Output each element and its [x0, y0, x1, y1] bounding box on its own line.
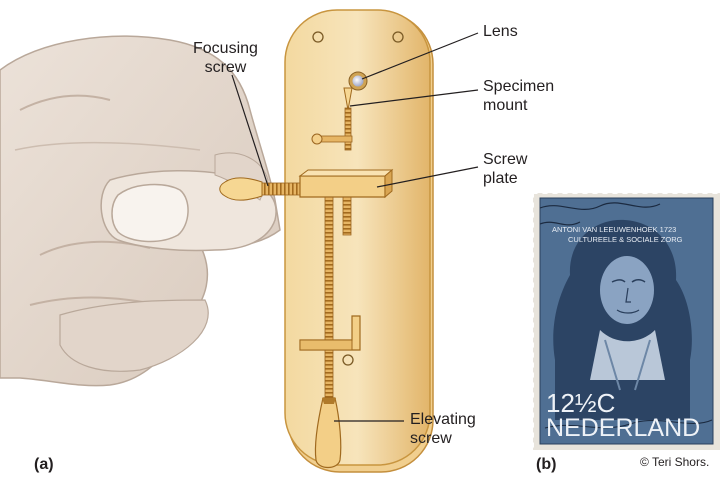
portrait-face [600, 256, 654, 324]
hand [0, 36, 280, 385]
screw-plate-label-line-1: Screw [483, 150, 527, 169]
stamp-top-line-2: CULTUREELE & SOCIALE ZORG [568, 235, 683, 244]
screw-plate [300, 170, 392, 197]
stamp-country: NEDERLAND [546, 414, 700, 442]
lens [349, 72, 367, 90]
stamp-top-line-1: ANTONI VAN LEEUWENHOEK 1723 [552, 225, 676, 234]
specimen-mount-label-line-2: mount [483, 96, 554, 115]
focusing-screw-label-line-1: Focusing [193, 39, 258, 58]
specimen-mount-label-line-1: Specimen [483, 77, 554, 96]
focusing-screw-label: Focusing screw [193, 39, 258, 77]
panel-label-a: (a) [34, 456, 54, 474]
photo-credit: © Teri Shors. [640, 455, 709, 469]
stamp: ANTONI VAN LEEUWENHOEK 1723 CULTUREELE &… [528, 188, 725, 455]
elevating-screw-label: Elevating screw [410, 410, 476, 448]
screw-plate-label-line-2: plate [483, 169, 527, 188]
screw-plate-label: Screw plate [483, 150, 527, 188]
specimen-mount-label: Specimen mount [483, 77, 554, 115]
focusing-screw-label-line-2: screw [193, 58, 258, 77]
elevating-screw-label-line-1: Elevating [410, 410, 476, 429]
lens-label: Lens [483, 22, 518, 41]
elevating-screw-label-line-2: screw [410, 429, 476, 448]
panel-label-b: (b) [536, 456, 556, 474]
